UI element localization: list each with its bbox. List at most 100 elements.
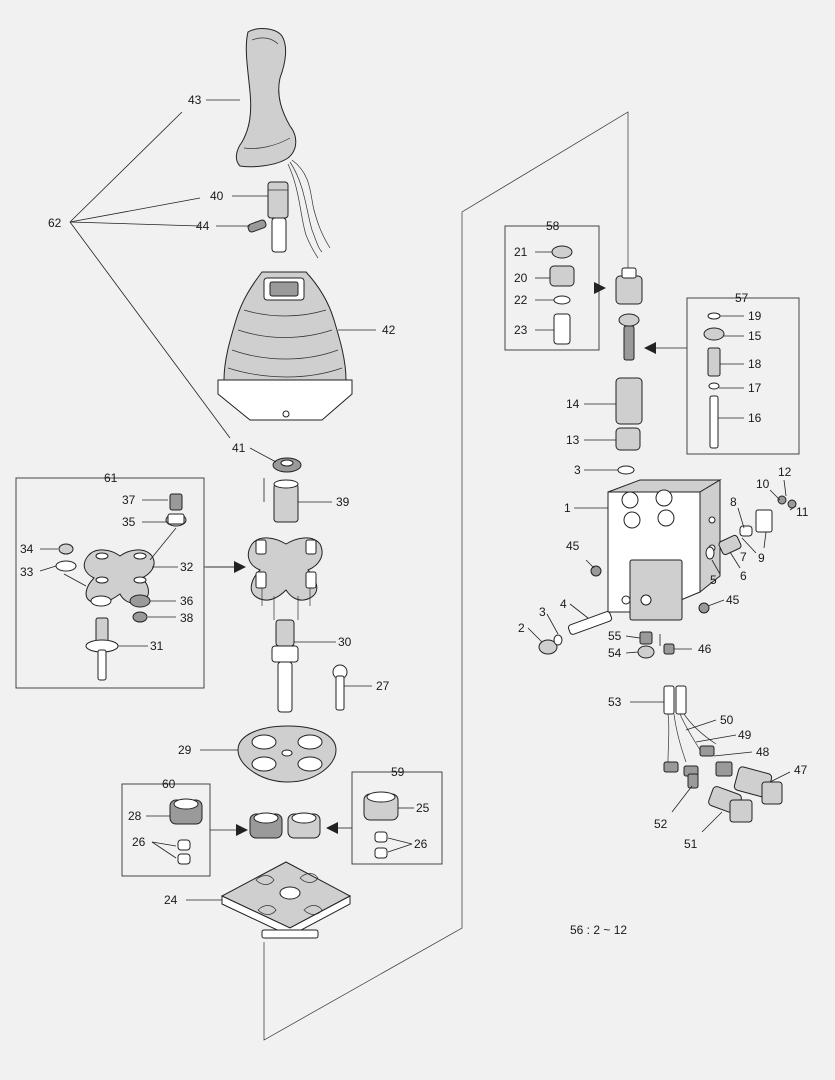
part-label: 46: [698, 642, 712, 656]
part-label: 52: [654, 817, 668, 831]
assembly-connector-outline: [263, 111, 629, 1041]
pin-44: [247, 219, 267, 233]
part-label: 40: [210, 189, 224, 203]
part-label: 22: [514, 293, 528, 307]
part-label: 6: [740, 569, 747, 583]
part-label: 3: [539, 605, 546, 619]
rubber-boot-42: [217, 271, 353, 421]
part-label: 11: [796, 505, 809, 519]
part-label: 43: [188, 93, 202, 107]
part-label: 28: [128, 809, 142, 823]
sleeve-39: [273, 479, 299, 523]
part-label: 9: [758, 551, 765, 565]
part-label: 16: [748, 411, 762, 425]
leader-lines: [39, 99, 797, 901]
footnote: 56 : 2 ~ 12: [570, 923, 627, 937]
front-plug-parts: [538, 611, 613, 655]
side-parts: [705, 495, 797, 560]
part-label: 3: [574, 463, 581, 477]
valve-body-1: [607, 479, 722, 621]
part-label: 25: [416, 801, 430, 815]
part-label: 1: [564, 501, 571, 515]
group-57-parts: [703, 312, 725, 449]
part-label: 48: [756, 745, 770, 759]
group-59-parts: [363, 791, 399, 859]
part-label: 45: [566, 539, 580, 553]
cartridge-stack: [615, 267, 643, 475]
group-58-parts: [549, 245, 575, 345]
part-label: 38: [180, 611, 194, 625]
part-label: 42: [382, 323, 396, 337]
group-label-62: 62: [48, 216, 62, 230]
group-61-parts: [55, 493, 187, 681]
part-label: 4: [560, 597, 567, 611]
part-label: 20: [514, 271, 528, 285]
wiring-harness: [663, 685, 783, 823]
part-label: 34: [20, 542, 34, 556]
group-label-61: 61: [104, 471, 118, 485]
group-label-59: 59: [391, 765, 405, 779]
part-label: 26: [414, 837, 428, 851]
part-label: 19: [748, 309, 762, 323]
part-label: 21: [514, 245, 528, 259]
group-57-frame: [686, 297, 800, 455]
group-61-frame: [15, 477, 205, 689]
handle-wires: [287, 159, 331, 259]
group-60-frame: [121, 783, 211, 877]
part-label: 54: [608, 646, 622, 660]
part-label: 30: [338, 635, 352, 649]
part-label: 39: [336, 495, 350, 509]
part-label: 5: [710, 573, 717, 587]
group-60-parts: [169, 798, 203, 865]
group-label-57: 57: [735, 291, 749, 305]
part-label: 50: [720, 713, 734, 727]
part-label: 44: [196, 219, 210, 233]
part-label: 55: [608, 629, 622, 643]
part-label: 32: [180, 560, 194, 574]
group-59-frame: [351, 771, 443, 865]
part-label: 51: [684, 837, 698, 851]
part-label: 27: [376, 679, 390, 693]
part-label: 53: [608, 695, 622, 709]
plate-29: [237, 725, 337, 783]
part-label: 33: [20, 565, 34, 579]
part-label: 8: [730, 495, 737, 509]
bushing-25-center: [287, 812, 321, 839]
part-label: 7: [740, 550, 747, 564]
part-label: 45: [726, 593, 740, 607]
nut-41: [272, 457, 302, 473]
group-label-60: 60: [162, 777, 176, 791]
plate-assembly-32: [247, 537, 323, 620]
part-label: 37: [122, 493, 136, 507]
base-plate-24: [220, 861, 352, 939]
part-label: 24: [164, 893, 178, 907]
part-label: 49: [738, 728, 752, 742]
part-label: 2: [518, 621, 525, 635]
part-label: 47: [794, 763, 808, 777]
bottom-small-parts: [637, 631, 675, 659]
part-label: 15: [748, 329, 762, 343]
part-label: 36: [180, 594, 194, 608]
part-label: 31: [150, 639, 164, 653]
part-label: 23: [514, 323, 528, 337]
part-label: 13: [566, 433, 580, 447]
handle-grip: [235, 28, 297, 168]
part-label: 18: [748, 357, 762, 371]
part-label: 26: [132, 835, 146, 849]
bushing-28-center: [249, 812, 283, 839]
plug-45-right: [698, 602, 710, 614]
part-label: 14: [566, 397, 580, 411]
part-label: 10: [756, 477, 770, 491]
part-label: 29: [178, 743, 192, 757]
spool-30: [271, 619, 299, 713]
part-label: 17: [748, 381, 762, 395]
shaft-40: [267, 181, 289, 253]
part-label: 35: [122, 515, 136, 529]
part-label: 41: [232, 441, 246, 455]
plug-45-left: [590, 565, 602, 577]
part-label: 12: [778, 465, 792, 479]
assembly-arrows: [206, 282, 687, 836]
pin-27: [332, 664, 348, 711]
